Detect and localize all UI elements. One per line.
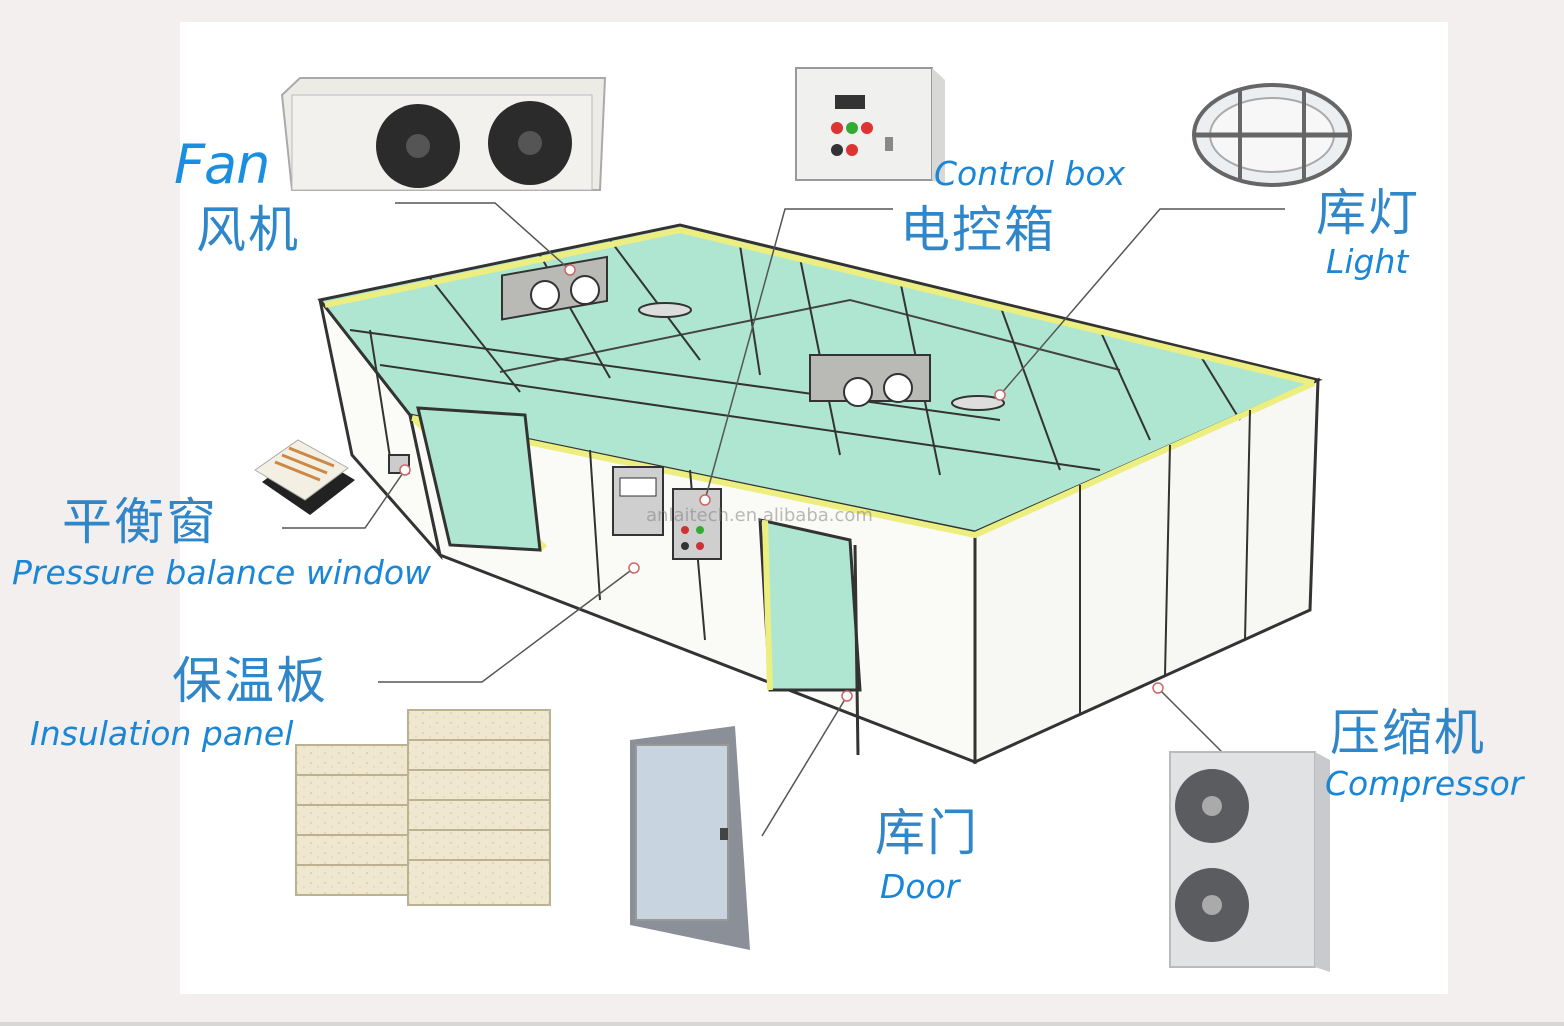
label-pressure-en: Pressure balance window [12, 553, 432, 592]
partition [499, 298, 1121, 373]
label-door-zh: 库门 [875, 804, 979, 862]
control-box-photo [795, 67, 945, 186]
room-door-right [758, 518, 862, 692]
label-fan-zh: 风机 [196, 201, 300, 259]
fan-unit-photo [280, 77, 607, 191]
insulation-panels-photo [295, 709, 551, 906]
label-control-box-zh: 电控箱 [900, 201, 1056, 259]
label-control-box-en: Control box [934, 154, 1126, 193]
ceiling-light-1 [638, 302, 692, 318]
room-door-left [416, 406, 542, 552]
label-light-en: Light [1326, 242, 1409, 281]
label-compressor-zh: 压缩机 [1330, 704, 1486, 762]
cold-room [317, 223, 1323, 765]
label-pressure-zh: 平衡窗 [62, 493, 218, 551]
door-photo [630, 726, 750, 950]
compressor-photo [1169, 751, 1330, 972]
watermark: anlaitech.en.alibaba.com [646, 505, 873, 526]
light-fixture-photo [1192, 83, 1352, 187]
ceiling-fan-unit-1 [501, 255, 608, 321]
pressure-window-photo [254, 439, 355, 515]
ceiling-fan-unit-2 [809, 354, 931, 407]
callout-dots [399, 264, 1164, 702]
label-insulation-en: Insulation panel [30, 714, 294, 753]
ceiling-light-2 [951, 395, 1005, 411]
bottom-bar [0, 1022, 1564, 1026]
label-insulation-zh: 保温板 [172, 652, 328, 710]
label-light-zh: 库灯 [1316, 184, 1420, 242]
label-fan-en: Fan [174, 133, 270, 196]
label-door-en: Door [880, 867, 960, 906]
label-compressor-en: Compressor [1325, 764, 1524, 803]
